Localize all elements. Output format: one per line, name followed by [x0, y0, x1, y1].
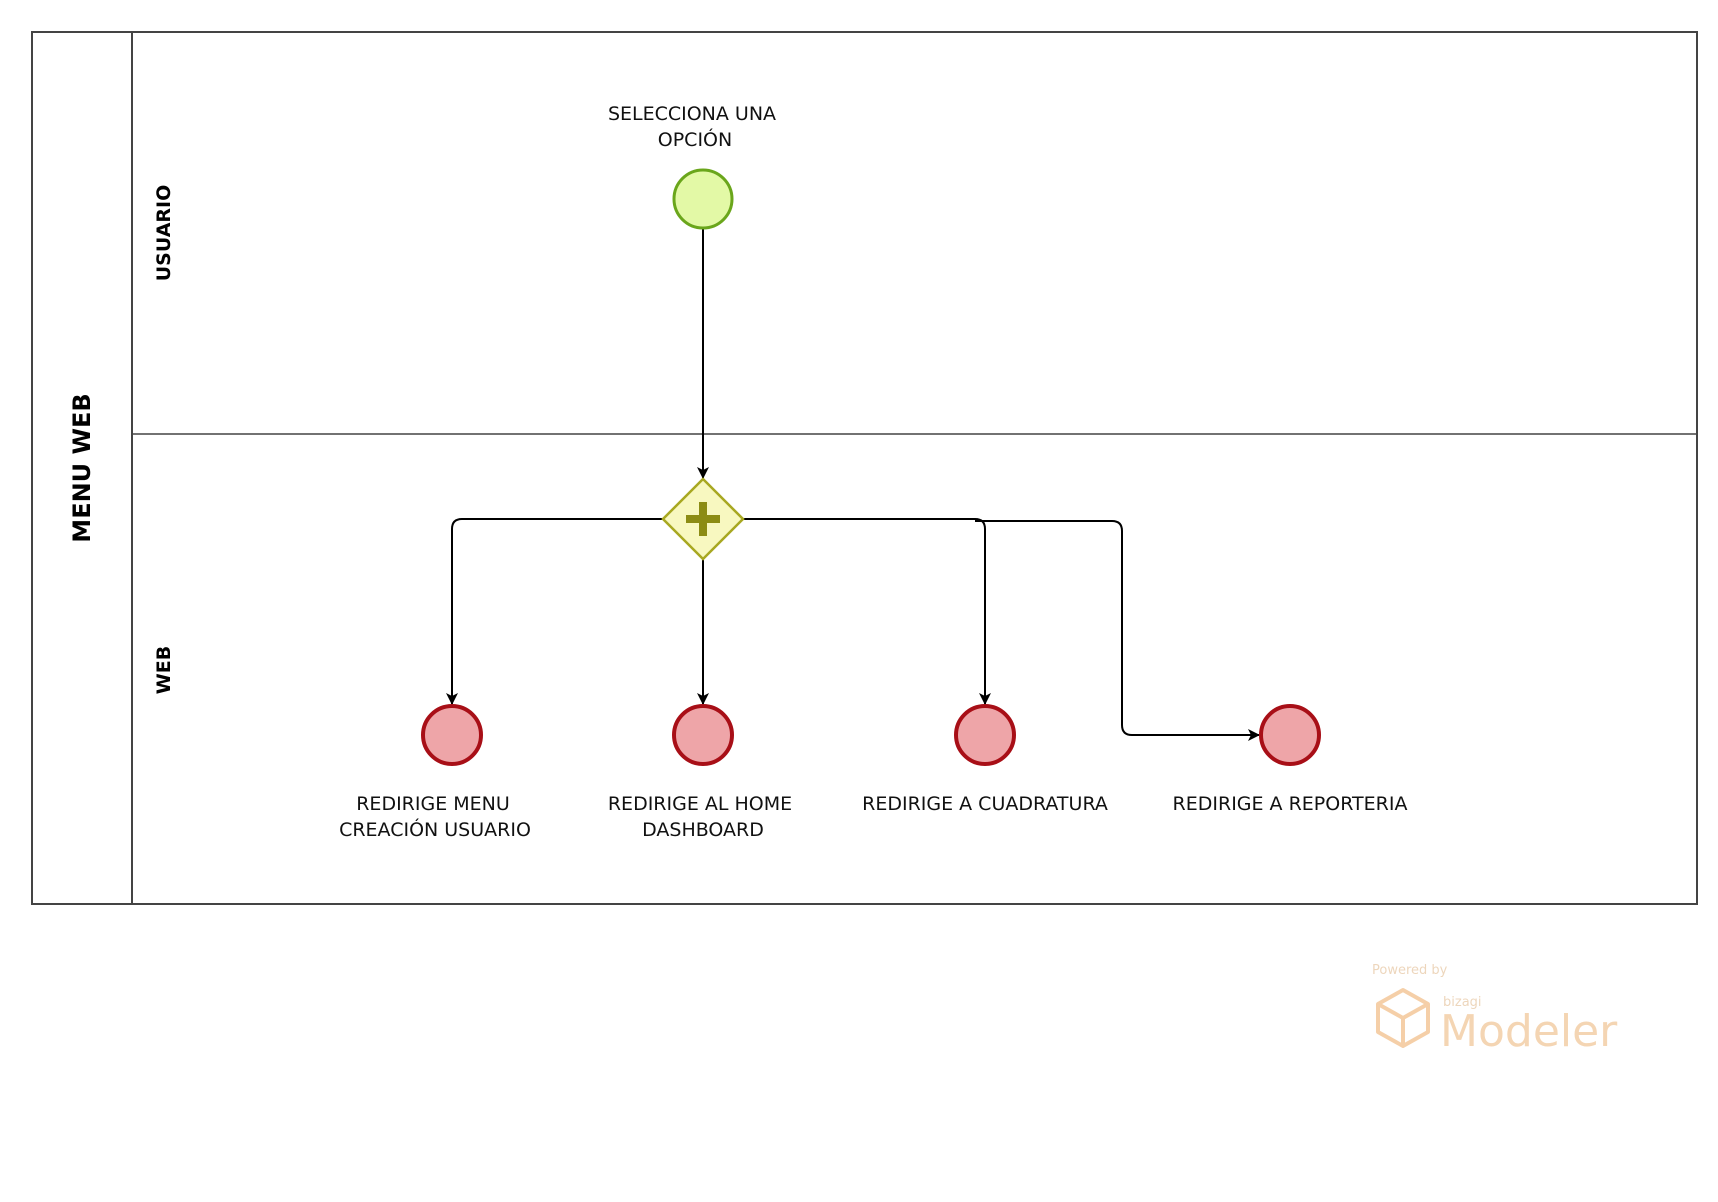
pool-menu-web[interactable] — [31, 31, 1698, 905]
lane-label-usuario: USUARIO — [153, 185, 175, 282]
plus-icon — [686, 502, 720, 536]
start-event[interactable] — [672, 168, 734, 230]
flow-gateway-to-end-4[interactable] — [975, 520, 1260, 741]
end-event-2-label-line-2: DASHBOARD — [642, 819, 764, 841]
end-event-3-label: REDIRIGE A CUADRATURA — [862, 793, 1108, 815]
end-event-4-label: REDIRIGE A REPORTERIA — [1173, 793, 1408, 815]
start-event-label-line-1: SELECCIONA UNA — [608, 103, 776, 125]
end-event-4[interactable] — [1259, 704, 1321, 766]
parallel-gateway[interactable] — [661, 477, 745, 561]
end-event-2-label-line-1: REDIRIGE AL HOME — [608, 793, 792, 815]
bizagi-watermark: Powered by bizagi Modeler — [1372, 963, 1618, 1057]
bizagi-logo-icon — [1376, 988, 1430, 1048]
flow-gateway-to-end-1[interactable] — [446, 518, 663, 705]
end-event-1[interactable] — [421, 704, 483, 766]
watermark-brand: bizagi — [1443, 995, 1482, 1010]
end-event-1-label-line-2: CREACIÓN USUARIO — [339, 817, 531, 841]
watermark-product: Modeler — [1440, 1006, 1618, 1057]
lane-label-web: WEB — [153, 646, 175, 694]
pool-label: MENU WEB — [68, 393, 96, 542]
watermark-powered-by: Powered by — [1372, 963, 1448, 978]
end-event-1-label-line-1: REDIRIGE MENU — [356, 793, 510, 815]
sequence-flows — [446, 229, 1260, 741]
end-event-2[interactable] — [672, 704, 734, 766]
end-event-3[interactable] — [954, 704, 1016, 766]
start-event-label-line-2: OPCIÓN — [658, 127, 732, 151]
